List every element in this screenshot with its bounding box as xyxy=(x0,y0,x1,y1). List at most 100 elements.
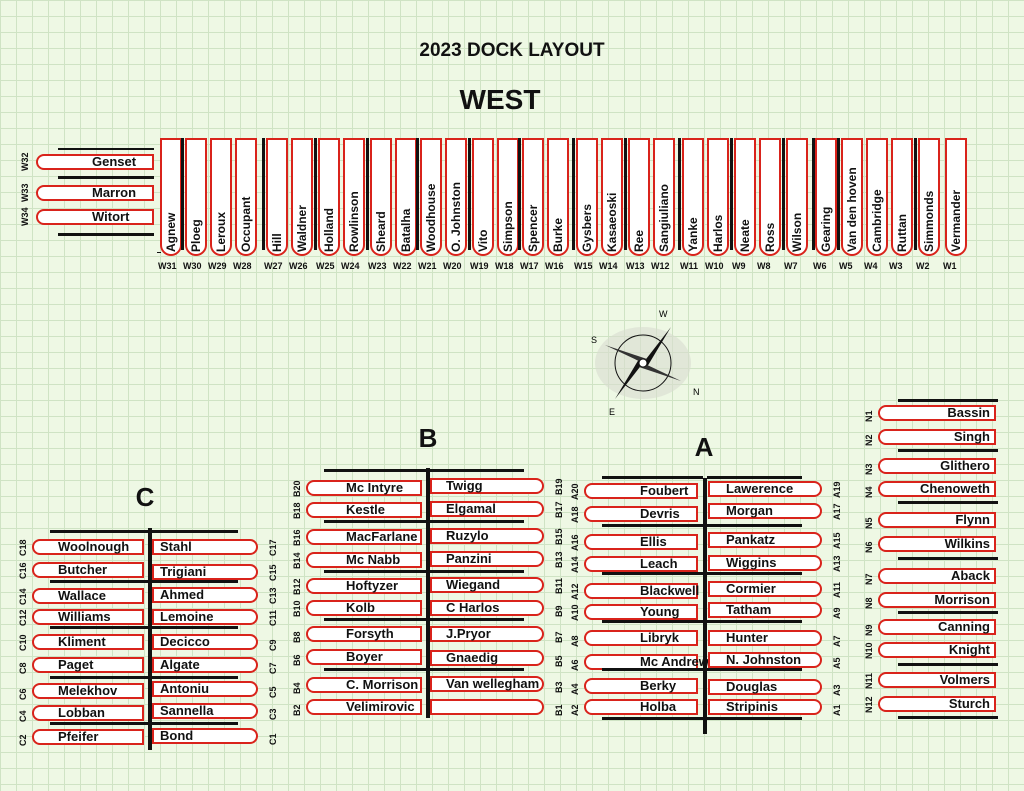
dock_a-right-slip[interactable] xyxy=(708,555,822,571)
dock_b-right-slip[interactable] xyxy=(430,577,544,593)
west-left-slip[interactable] xyxy=(36,209,154,225)
dock_a-left-slip[interactable] xyxy=(584,556,698,572)
dock_a-left-slip[interactable] xyxy=(584,630,698,646)
west-slip[interactable] xyxy=(370,138,392,256)
dock_c-right-slip[interactable] xyxy=(152,634,258,650)
west-slip[interactable] xyxy=(235,138,257,256)
west-slip[interactable] xyxy=(759,138,781,256)
west-slip[interactable] xyxy=(445,138,467,256)
dock_b-right-slip[interactable] xyxy=(430,478,544,494)
west-slip[interactable] xyxy=(343,138,365,256)
dock_c-right-slip[interactable] xyxy=(152,657,258,673)
dock_b-right-slip[interactable] xyxy=(430,650,544,666)
dock_a-right-slip[interactable] xyxy=(708,652,822,668)
dock_a-left-slip[interactable] xyxy=(584,678,698,694)
dock_a-right-slip[interactable] xyxy=(708,481,822,497)
west-slip[interactable] xyxy=(891,138,913,256)
west-slip[interactable] xyxy=(547,138,569,256)
dock_c-left-slip[interactable] xyxy=(32,657,144,673)
dock-n-slip[interactable] xyxy=(878,619,996,635)
west-slip[interactable] xyxy=(628,138,650,256)
dock_b-left-slip[interactable] xyxy=(306,649,422,665)
dock_a-right-slip[interactable] xyxy=(708,532,822,548)
dock_c-right-slip[interactable] xyxy=(152,564,258,580)
dock_b-left-slip[interactable] xyxy=(306,578,422,594)
west-slip[interactable] xyxy=(601,138,623,256)
dock-n-slip[interactable] xyxy=(878,592,996,608)
dock_b-right-slip[interactable] xyxy=(430,676,544,692)
dock-n-slip[interactable] xyxy=(878,696,996,712)
west-slip[interactable] xyxy=(707,138,729,256)
dock_a-right-slip[interactable] xyxy=(708,699,822,715)
dock_a-left-slip[interactable] xyxy=(584,534,698,550)
dock_b-left-slip[interactable] xyxy=(306,529,422,545)
dock_b-right-slip[interactable] xyxy=(430,501,544,517)
west-slip[interactable] xyxy=(653,138,675,256)
west-slip[interactable] xyxy=(185,138,207,256)
dock_b-left-slip[interactable] xyxy=(306,699,422,715)
dock_c-left-slip[interactable] xyxy=(32,729,144,745)
dock_c-right-slip[interactable] xyxy=(152,609,258,625)
west-left-slip[interactable] xyxy=(36,185,154,201)
dock_b-left-slip[interactable] xyxy=(306,502,422,518)
dock_c-right-slip[interactable] xyxy=(152,703,258,719)
dock_a-left-slip[interactable] xyxy=(584,483,698,499)
dock_b-right-slip[interactable] xyxy=(430,551,544,567)
dock_a-right-slip[interactable] xyxy=(708,679,822,695)
west-slip[interactable] xyxy=(291,138,313,256)
west-slip[interactable] xyxy=(945,138,967,256)
dock_c-left-slip[interactable] xyxy=(32,562,144,578)
dock_a-right-slip[interactable] xyxy=(708,630,822,646)
west-slip[interactable] xyxy=(522,138,544,256)
dock_c-right-slip[interactable] xyxy=(152,681,258,697)
dock-n-slip[interactable] xyxy=(878,672,996,688)
dock_c-left-slip[interactable] xyxy=(32,588,144,604)
dock-n-slip[interactable] xyxy=(878,568,996,584)
west-slip[interactable] xyxy=(318,138,340,256)
dock_a-left-slip[interactable] xyxy=(584,604,698,620)
dock_c-right-slip[interactable] xyxy=(152,728,258,744)
dock_b-right-slip[interactable] xyxy=(430,600,544,616)
dock_b-left-slip[interactable] xyxy=(306,677,422,693)
dock_c-left-slip[interactable] xyxy=(32,634,144,650)
west-slip[interactable] xyxy=(682,138,704,256)
dock_b-right-slip[interactable] xyxy=(430,626,544,642)
west-slip[interactable] xyxy=(420,138,442,256)
dock_b-left-slip[interactable] xyxy=(306,552,422,568)
west-slip[interactable] xyxy=(472,138,494,256)
dock-n-slip[interactable] xyxy=(878,512,996,528)
dock_b-right-slip[interactable] xyxy=(430,528,544,544)
dock-n-slip[interactable] xyxy=(878,481,996,497)
dock-n-slip[interactable] xyxy=(878,458,996,474)
dock-n-slip[interactable] xyxy=(878,429,996,445)
dock_c-right-slip[interactable] xyxy=(152,539,258,555)
dock_c-left-slip[interactable] xyxy=(32,683,144,699)
dock-n-slip[interactable] xyxy=(878,405,996,421)
dock_c-left-slip[interactable] xyxy=(32,539,144,555)
dock_a-right-slip[interactable] xyxy=(708,581,822,597)
dock_b-left-slip[interactable] xyxy=(306,480,422,496)
west-slip[interactable] xyxy=(734,138,756,256)
dock_c-right-slip[interactable] xyxy=(152,587,258,603)
dock_b-right-slip[interactable] xyxy=(430,699,544,715)
dock_c-left-slip[interactable] xyxy=(32,705,144,721)
dock_b-left-slip[interactable] xyxy=(306,600,422,616)
dock_b-left-slip[interactable] xyxy=(306,626,422,642)
west-slip[interactable] xyxy=(210,138,232,256)
dock-n-slip[interactable] xyxy=(878,536,996,552)
west-slip[interactable] xyxy=(918,138,940,256)
dock_a-left-slip[interactable] xyxy=(584,506,698,522)
dock_a-right-slip[interactable] xyxy=(708,602,822,618)
dock-n-slip[interactable] xyxy=(878,642,996,658)
dock_c-left-slip[interactable] xyxy=(32,609,144,625)
dock_a-right-slip[interactable] xyxy=(708,503,822,519)
west-slip[interactable] xyxy=(786,138,808,256)
west-slip[interactable] xyxy=(841,138,863,256)
west-slip[interactable] xyxy=(266,138,288,256)
west-slip[interactable] xyxy=(576,138,598,256)
west-slip[interactable] xyxy=(815,138,837,256)
dock_a-left-slip[interactable] xyxy=(584,583,698,599)
west-slip[interactable] xyxy=(866,138,888,256)
dock_a-left-slip[interactable] xyxy=(584,699,698,715)
west-left-slip[interactable] xyxy=(36,154,154,170)
